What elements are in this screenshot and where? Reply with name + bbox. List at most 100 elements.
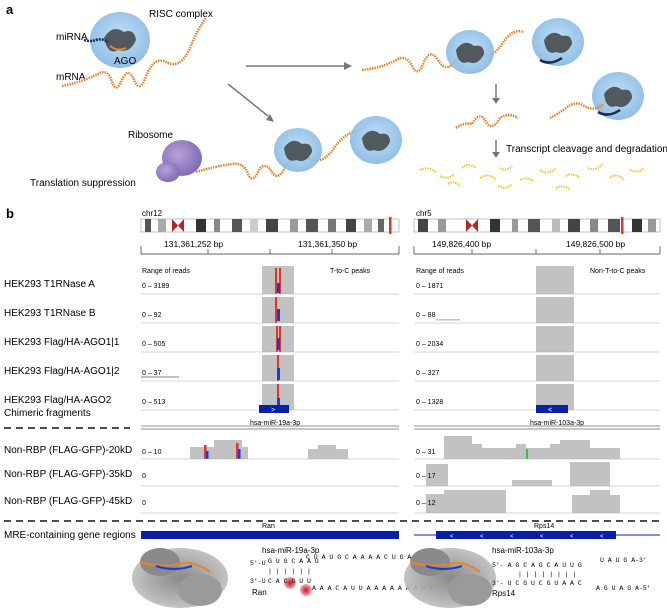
left-chrom-label: chr12 xyxy=(142,209,163,218)
svg-text:<: < xyxy=(570,534,574,540)
svg-text:<: < xyxy=(510,534,514,540)
left-pair-bottail: A A A C A U U A A A A A A A U-5' xyxy=(312,585,437,592)
left-pair-gene: Ran xyxy=(252,588,267,597)
left-nonrbp-tracks xyxy=(141,440,399,514)
left-coord-1: 131,361,252 bp xyxy=(164,239,223,249)
right-gene-bar: < < < < < < xyxy=(414,531,660,540)
left-pair-bot3: 3'-U xyxy=(250,578,266,585)
left-range-2: 0 – 505 xyxy=(142,341,165,348)
left-range-3: 0 – 37 xyxy=(142,370,162,377)
track-label-0: HEK293 T1RNase A xyxy=(4,279,95,290)
right-ago-illustration xyxy=(404,548,496,608)
track-label-2: HEK293 Flag/HA-AGO1|1 xyxy=(4,337,120,348)
right-range-0: 0 – 1871 xyxy=(416,283,443,290)
right-chimeric-mirna: hsa-miR-103a-3p xyxy=(530,420,584,427)
right-pair-top: 5'- A G C A G C A U U G xyxy=(492,562,582,569)
chimeric-label: Chimeric fragments xyxy=(4,408,91,419)
right-coord-2: 149,826,500 bp xyxy=(566,239,625,249)
right-range-2: 0 – 2034 xyxy=(416,341,443,348)
degradation-debris xyxy=(419,163,645,191)
left-pair-mirna: hsa-miR-19a-3p xyxy=(262,546,320,555)
left-peaks-header: T-to-C peaks xyxy=(330,268,371,275)
svg-text:| | | | | |: | | | | | | xyxy=(268,568,311,575)
track-label-3: HEK293 Flag/HA-AGO1|2 xyxy=(4,366,120,377)
track-label-4: HEK293 Flag/HA-AGO2 xyxy=(4,395,112,406)
risc-complex-topleft xyxy=(90,12,150,68)
ribosome xyxy=(156,140,202,182)
right-pair-bot: 3'- U C G U C G U A A C xyxy=(492,580,582,587)
left-range-header: Range of reads xyxy=(142,268,190,275)
left-range-1: 0 – 92 xyxy=(142,312,162,319)
mismatch-highlight-1 xyxy=(284,577,296,589)
right-nonrbp-range-1: 0 – 17 xyxy=(416,473,436,480)
cleavage-label: Transcript cleavage and degradation xyxy=(506,144,667,155)
nonrbp-label-1: Non-RBP (FLAG-GFP)-35kD xyxy=(4,469,132,480)
right-range-3: 0 – 327 xyxy=(416,370,439,377)
left-coord-2: 131,361,350 bp xyxy=(298,239,357,249)
translation-label: Translation suppression xyxy=(30,178,136,189)
mrna-strand-topright xyxy=(361,30,525,73)
right-pair-mirna: hsa-miR-103a-3p xyxy=(492,546,554,555)
svg-text:<: < xyxy=(548,407,552,414)
mrna-strand-topleft xyxy=(61,17,207,89)
mrna-label: mRNA xyxy=(56,72,86,83)
left-nonrbp-range-2: 0 xyxy=(142,500,146,507)
risc-complex-topright-2 xyxy=(532,18,584,66)
right-range-header: Range of reads xyxy=(416,268,464,275)
mrna-strand-translation xyxy=(195,121,370,180)
left-pair-top5: 5'-U xyxy=(250,560,266,567)
right-range-1: 0 – 88 xyxy=(416,312,436,319)
cleaved-fragment-1 xyxy=(455,113,519,130)
right-chrom-label: chr5 xyxy=(416,209,432,218)
right-gene-name: Rps14 xyxy=(534,523,554,530)
mirna-strand xyxy=(83,38,109,44)
right-nonrbp-range-0: 0 – 31 xyxy=(416,449,436,456)
right-pair-gene: Rps14 xyxy=(492,589,516,598)
mre-label: MRE-containing gene regions xyxy=(4,530,136,541)
left-gene-bar xyxy=(141,531,399,539)
cleaved-fragment-2 xyxy=(549,102,605,120)
nonrbp-label-2: Non-RBP (FLAG-GFP)-45kD xyxy=(4,496,132,507)
right-read-tracks xyxy=(414,266,660,411)
left-range-4: 0 – 513 xyxy=(142,399,165,406)
right-range-4: 0 – 1328 xyxy=(416,399,443,406)
svg-text:<: < xyxy=(480,534,484,540)
panel-a-letter: a xyxy=(6,2,14,17)
left-chimeric-fragment: > xyxy=(259,405,289,414)
mismatch-highlight-2 xyxy=(300,584,312,596)
left-chromosome-ideogram xyxy=(140,217,400,234)
left-nonrbp-range-1: 0 xyxy=(142,473,146,480)
right-nonrbp-range-2: 0 – 12 xyxy=(416,500,436,507)
right-coord-1: 149,826,400 bp xyxy=(432,239,491,249)
panel-b-letter: b xyxy=(6,206,14,221)
left-range-0: 0 – 3189 xyxy=(142,283,169,290)
right-coordinate-axis xyxy=(413,246,661,255)
ribosome-label: Ribosome xyxy=(128,130,173,141)
left-ago-illustration xyxy=(132,548,228,608)
ago-label: AGO xyxy=(114,56,136,67)
left-pair-topseq: G U G C A A U xyxy=(268,558,319,565)
left-gene-name: Ran xyxy=(262,523,275,530)
right-peaks-header: Non-T-to-C peaks xyxy=(590,268,646,275)
right-chromosome-ideogram xyxy=(413,217,661,234)
left-pair-botseq: C A C G U U xyxy=(268,578,311,585)
right-nonrbp-tracks xyxy=(414,436,660,514)
risc-complex-topright-1 xyxy=(446,30,494,74)
left-pair-toptail: C U A U G C A A A A C U G A-3' xyxy=(306,554,423,561)
svg-text:| | | | | | | |: | | | | | | | | xyxy=(518,571,577,578)
left-read-tracks xyxy=(141,266,399,411)
svg-text:<: < xyxy=(600,534,604,540)
right-pair-toptail: U A U G A-3' xyxy=(600,557,647,564)
risc-complex-translation-2 xyxy=(350,116,402,164)
arrow-to-translation xyxy=(227,83,269,117)
svg-text:<: < xyxy=(450,534,454,540)
left-chimeric-mirna: hsa-miR-19a-3p xyxy=(250,420,300,427)
svg-text:>: > xyxy=(271,407,275,414)
risc-complex-released xyxy=(592,72,644,120)
svg-text:<: < xyxy=(540,534,544,540)
left-nonrbp-range-0: 0 – 10 xyxy=(142,449,162,456)
right-chimeric-fragment: < xyxy=(536,405,568,414)
risc-complex-translation-1 xyxy=(274,128,322,172)
nonrbp-label-0: Non-RBP (FLAG-GFP)-20kD xyxy=(4,445,132,456)
